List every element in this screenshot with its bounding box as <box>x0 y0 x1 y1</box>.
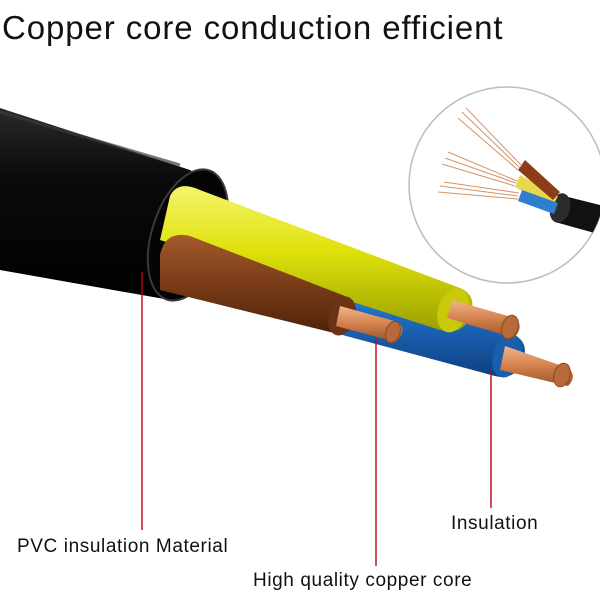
copper-core-label: High quality copper core <box>253 570 473 591</box>
headline: Copper core conduction efficient <box>2 9 504 46</box>
leader-lines <box>141 272 492 566</box>
earth-wire <box>160 186 520 340</box>
pvc-insulation-label: PVC insulation Material <box>17 536 229 557</box>
insulation-label: Insulation <box>451 513 539 534</box>
inset-stripped-cable <box>408 86 600 284</box>
live-wire <box>160 234 403 344</box>
